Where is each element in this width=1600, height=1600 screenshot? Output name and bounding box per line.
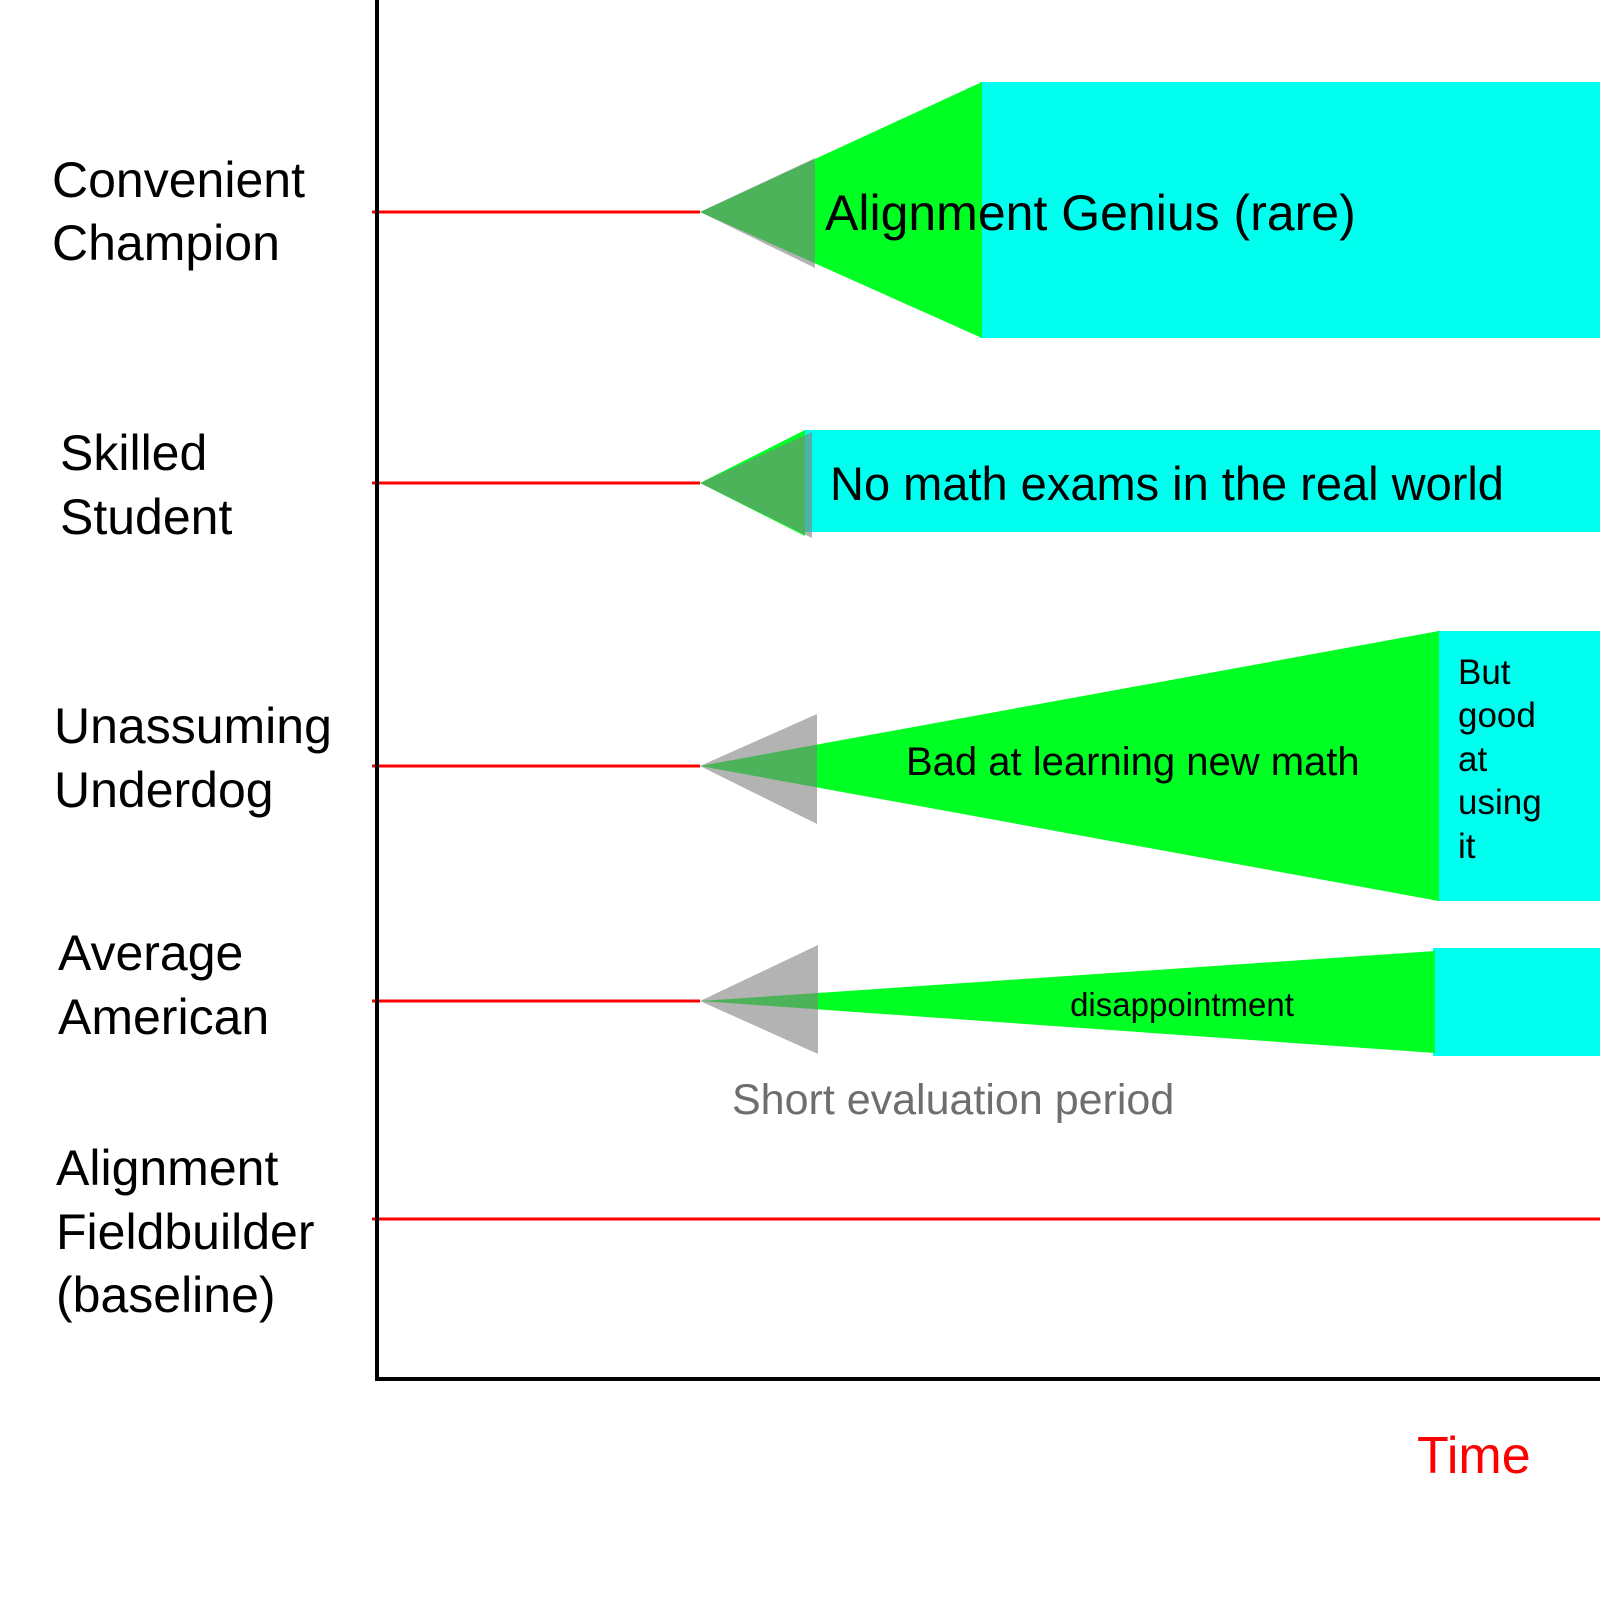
plateau-band-unassuming-underdog [1437, 631, 1600, 901]
band-text-convenient-champion: Alignment Genius (rare) [825, 185, 1356, 241]
band-text-unassuming-underdog: Bad at learning new math [906, 740, 1360, 784]
row-label-alignment-fieldbuilder: Alignment Fieldbuilder (baseline) [56, 1140, 328, 1323]
row-skilled-student: Skilled Student No math exams in the rea… [60, 425, 1600, 545]
evaluation-wedge-convenient-champion [700, 158, 815, 268]
row-label-average-american: Average American [58, 925, 269, 1045]
plateau-band-skilled-student [805, 430, 1600, 532]
row-unassuming-underdog: Unassuming Underdog Bad at learning new … [54, 631, 1600, 901]
plateau-band-convenient-champion [980, 82, 1600, 338]
row-label-unassuming-underdog: Unassuming Underdog [54, 698, 346, 818]
growth-wedge-convenient-champion [700, 82, 982, 338]
growth-wedge-unassuming-underdog [700, 631, 1439, 901]
plateau-band-average-american [1433, 948, 1600, 1056]
growth-wedge-average-american [700, 951, 1435, 1053]
band-text-average-american: disappointment [1070, 986, 1294, 1023]
row-convenient-champion: Convenient Champion Alignment Genius (ra… [52, 82, 1600, 338]
evaluation-wedge-average-american [700, 945, 818, 1054]
evaluation-wedge-skilled-student [700, 432, 812, 538]
row-label-skilled-student: Skilled Student [60, 425, 232, 545]
row-label-convenient-champion: Convenient Champion [52, 152, 319, 271]
evaluation-period-label: Short evaluation period [732, 1076, 1174, 1124]
band-text-skilled-student: No math exams in the real world [830, 457, 1504, 510]
row-alignment-fieldbuilder: Alignment Fieldbuilder (baseline) [56, 1140, 1600, 1323]
evaluation-wedge-unassuming-underdog [700, 714, 817, 824]
x-axis-label: Time [1417, 1427, 1531, 1485]
row-average-american: Average American disappointment [58, 925, 1600, 1056]
side-text-unassuming-underdog: But good at using it [1458, 653, 1551, 866]
